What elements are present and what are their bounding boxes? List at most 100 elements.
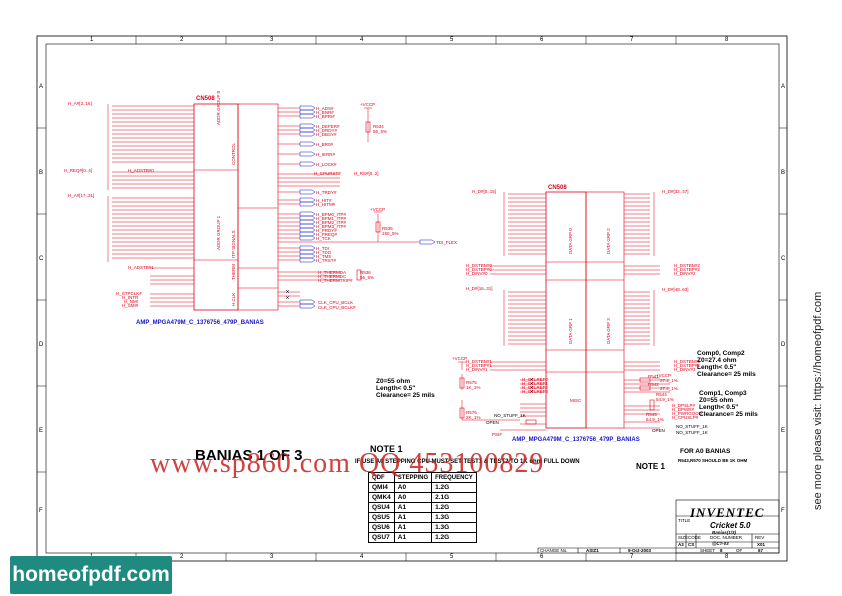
net-tdi[interactable]: H_TDI <box>316 246 330 251</box>
psi-label[interactable]: PSI# <box>492 432 502 437</box>
net-gtlref1[interactable]: H_GTLREF1 <box>522 381 549 386</box>
net-tms[interactable]: H_TMS <box>316 254 332 259</box>
col-label-8: 8 <box>725 37 729 43</box>
net-h-lock[interactable]: H_LOCK# <box>316 162 337 167</box>
net-dinv2[interactable]: H_DINV#2 <box>674 271 696 276</box>
net-h-drdy[interactable]: H_DRDY# <box>316 128 338 133</box>
net-tdo[interactable]: H_TDO <box>316 250 332 255</box>
table-cell: A0 <box>393 482 433 493</box>
row-label-a: A <box>39 84 44 90</box>
net-dstbn1[interactable]: H_DSTBN#1 <box>466 359 493 364</box>
table-cell: 1.3G <box>431 522 477 533</box>
net-h-bpri[interactable]: H_BPRI# <box>316 114 335 119</box>
net-dstbn2[interactable]: H_DSTBN#2 <box>674 263 701 268</box>
net-gtlref3[interactable]: H_GTLREF3 <box>522 389 549 394</box>
net-pwrgood[interactable]: H_PWRGOOD <box>672 411 703 416</box>
net-thermtrip[interactable]: H_THERMTRIP# <box>318 278 353 283</box>
net-bpm0[interactable]: H_BPM0_ITP# <box>316 212 347 217</box>
table-cell: 2.1G <box>431 492 477 503</box>
net-h-d-16-31[interactable]: H_D#[16..31] <box>466 286 493 291</box>
cn508-right-ref: CN508 <box>548 185 567 191</box>
net-h-intr[interactable]: H_INTR <box>122 295 139 300</box>
net-thermdc[interactable]: H_THERMDC <box>318 274 347 279</box>
net-dstbp3[interactable]: H_DSTBP#3 <box>674 363 700 368</box>
group-control: CONTROL <box>231 142 236 165</box>
net-h-ads[interactable]: H_ADS# <box>316 106 334 111</box>
net-clk-bclk-n[interactable]: CLK_CPU_BCLK# <box>318 305 356 310</box>
net-h-req[interactable]: H_REQ#[0..4] <box>64 168 93 173</box>
sheet-label: SHEET <box>700 548 716 553</box>
res-r576-val: 2K_1% <box>466 415 481 420</box>
cn508-right-symbol <box>545 191 625 429</box>
net-h-br0[interactable]: H_BR0# <box>316 142 334 147</box>
row-label-b: B <box>39 170 44 176</box>
net-bpm1[interactable]: H_BPM1_ITP# <box>316 216 347 221</box>
net-h-adstb1[interactable]: H_ADSTB#1 <box>128 265 154 270</box>
net-h-rs[interactable]: H_RS#[0..2] <box>354 171 379 176</box>
net-dpslp[interactable]: H_DPSLP# <box>672 403 696 408</box>
table-cell: A1 <box>393 502 433 513</box>
net-dstbp2[interactable]: H_DSTBP#2 <box>674 267 700 272</box>
net-dinv0[interactable]: H_DINV#0 <box>466 271 488 276</box>
net-dinv3[interactable]: H_DINV#3 <box>674 367 696 372</box>
net-h-adstb0[interactable]: H_ADSTB#0 <box>128 168 154 173</box>
table-cell: QSU7 <box>368 532 395 543</box>
col-label-bottom-6: 6 <box>540 554 544 560</box>
sheet-title: BANIAS 1 OF 3 <box>195 447 303 464</box>
net-tdi-flex[interactable]: TDI_FLEX <box>436 240 458 245</box>
net-h-hit[interactable]: H_HIT# <box>316 198 332 203</box>
net-h-bnr[interactable]: H_BNR# <box>316 110 334 115</box>
net-thermda[interactable]: H_THERMDA <box>318 270 347 275</box>
left-resistors <box>356 107 382 281</box>
net-cpuslp[interactable]: H_CPUSLP# <box>672 415 699 420</box>
net-h-smi[interactable]: H_SMI# <box>122 303 139 308</box>
net-h-hitm[interactable]: H_HITM# <box>316 202 336 207</box>
group-itp: ITP SIGNALS <box>231 230 236 258</box>
homeofpdf-banner[interactable]: homeofpdf.com <box>10 556 172 594</box>
group-data2: DATA GRP 2 <box>606 228 611 254</box>
group-data1: DATA GRP 1 <box>568 318 573 344</box>
net-h-ierr[interactable]: H_IERR# <box>316 152 336 157</box>
net-h-dbsy[interactable]: H_DBSY# <box>316 132 337 137</box>
net-dstbp0[interactable]: H_DSTBP#0 <box>466 267 492 272</box>
doc-value: @CT-03 <box>712 541 729 546</box>
res-r544-val: 54.9_1% <box>656 397 674 402</box>
net-prdy[interactable]: H_PRDY# <box>316 228 337 233</box>
net-dinv1[interactable]: H_DINV#1 <box>466 367 488 372</box>
net-dpwr[interactable]: H_DPWR# <box>672 407 695 412</box>
row-label-right-c: C <box>781 256 786 262</box>
net-preq[interactable]: H_PREQ# <box>316 232 338 237</box>
net-trst[interactable]: H_TRST# <box>316 258 337 263</box>
net-h-d-48-63[interactable]: H_D#[48..63] <box>662 287 689 292</box>
row-label-d: D <box>39 342 44 348</box>
net-dstbn3[interactable]: H_DSTBN#3 <box>674 359 701 364</box>
table-cell: QMK4 <box>368 492 395 503</box>
net-h-cpurst[interactable]: H_CPURST# <box>314 171 341 176</box>
net-bpm2[interactable]: H_BPM2_ITP# <box>316 220 347 225</box>
net-dstbn0[interactable]: H_DSTBN#0 <box>466 263 493 268</box>
change-value: ASIZ1 <box>586 548 599 553</box>
net-h-trdy[interactable]: H_TRDY# <box>316 190 337 195</box>
net-gtlref2[interactable]: H_GTLREF2 <box>522 385 549 390</box>
net-h-nmi[interactable]: H_NMI <box>124 299 139 304</box>
net-bpm3[interactable]: H_BPM3_ITP# <box>316 224 347 229</box>
of-label: OF <box>736 548 743 553</box>
net-h-a-17-31[interactable]: H_A#[17..31] <box>68 193 95 198</box>
net-tck[interactable]: H_TCK <box>316 236 331 241</box>
group-hclk: H CLK <box>231 292 236 306</box>
col-label-5: 5 <box>450 37 454 43</box>
net-clk-bclk[interactable]: CLK_CPU_BCLK <box>318 300 354 305</box>
net-h-defer[interactable]: H_DEFER# <box>316 124 340 129</box>
net-gtlref0[interactable]: H_GTLREF0 <box>522 377 549 382</box>
net-h-stpclk[interactable]: H_STPCLK# <box>116 291 142 296</box>
date-value: 9-Oct-2003 <box>628 548 652 553</box>
net-dstbp1[interactable]: H_DSTBP#1 <box>466 363 492 368</box>
net-h-d-32-47[interactable]: H_D#[32..47] <box>662 189 689 194</box>
net-h-a-3-16[interactable]: H_A#[3..16] <box>68 101 92 106</box>
net-h-d-0-15[interactable]: H_D#[0..15] <box>472 189 497 194</box>
no-stuff-3: NO_STUFF_1K <box>676 430 708 435</box>
group-data0: DATA GRP 0 <box>568 228 573 254</box>
change-label: CHANGE No. <box>540 548 568 553</box>
